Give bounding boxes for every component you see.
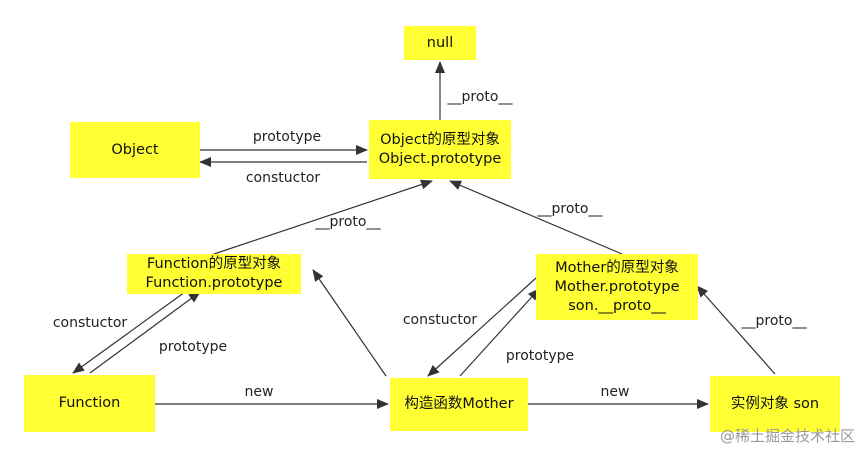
son-node-line-1: 实例对象 son (730, 395, 820, 412)
label-object-prototype: prototype (252, 129, 322, 145)
object-prototype-node-line-1: Object的原型对象 (380, 131, 500, 148)
arrow-mproto-constructor (427, 277, 537, 377)
function-prototype-node: Function的原型对象 Function.prototype (127, 254, 301, 294)
label-mother-prototype: prototype (505, 348, 575, 364)
mother-prototype-node-line-1: Mother的原型对象 (555, 259, 679, 276)
label-function-prototype: prototype (158, 339, 228, 355)
arrow-mother-prototype (459, 288, 540, 377)
mother-prototype-node-line-2: Mother.prototype (554, 278, 680, 295)
arrow-mother-to-fproto (312, 269, 387, 377)
label-proto-to-null: __proto__ (447, 89, 513, 105)
arrow-function-prototype (89, 291, 201, 374)
function-prototype-node-line-1: Function的原型对象 (146, 256, 282, 272)
arrow-mproto-to-oproto (449, 180, 623, 255)
arrow-son-to-mproto (696, 285, 776, 375)
label-son-proto: __proto__ (741, 313, 807, 329)
label-mproto-to-oproto: __proto__ (537, 201, 603, 217)
arrow-fproto-to-oproto (213, 179, 433, 255)
label-function-new: new (244, 384, 274, 400)
label-mother-constructor: constuctor (402, 312, 478, 328)
mother-node: 构造函数Mother (390, 378, 528, 431)
mother-prototype-node: Mother的原型对象 Mother.prototype son.__proto… (536, 254, 698, 320)
object-prototype-node-line-2: Object.prototype (378, 150, 502, 167)
null-node: null (404, 26, 476, 60)
watermark: @稀土掘金技术社区 (719, 427, 855, 445)
function-node: Function (24, 375, 155, 432)
object-node-line-1: Object (111, 141, 159, 158)
mother-node-line-1: 构造函数Mother (404, 396, 514, 412)
mother-prototype-node-line-3: son.__proto__ (568, 297, 666, 314)
label-fproto-to-oproto: __proto__ (315, 214, 381, 230)
function-node-line-1: Function (58, 395, 121, 411)
label-function-constructor: constuctor (52, 315, 128, 331)
arrow-fproto-constructor (72, 291, 186, 374)
null-node-line-1: null (426, 34, 454, 51)
function-prototype-node-line-2: Function.prototype (145, 275, 283, 291)
son-node: 实例对象 son (710, 376, 840, 432)
label-mother-new: new (600, 384, 630, 400)
label-object-constructor: constuctor (245, 170, 321, 186)
object-node: Object (70, 122, 200, 178)
object-prototype-node: Object的原型对象 Object.prototype (369, 120, 511, 179)
